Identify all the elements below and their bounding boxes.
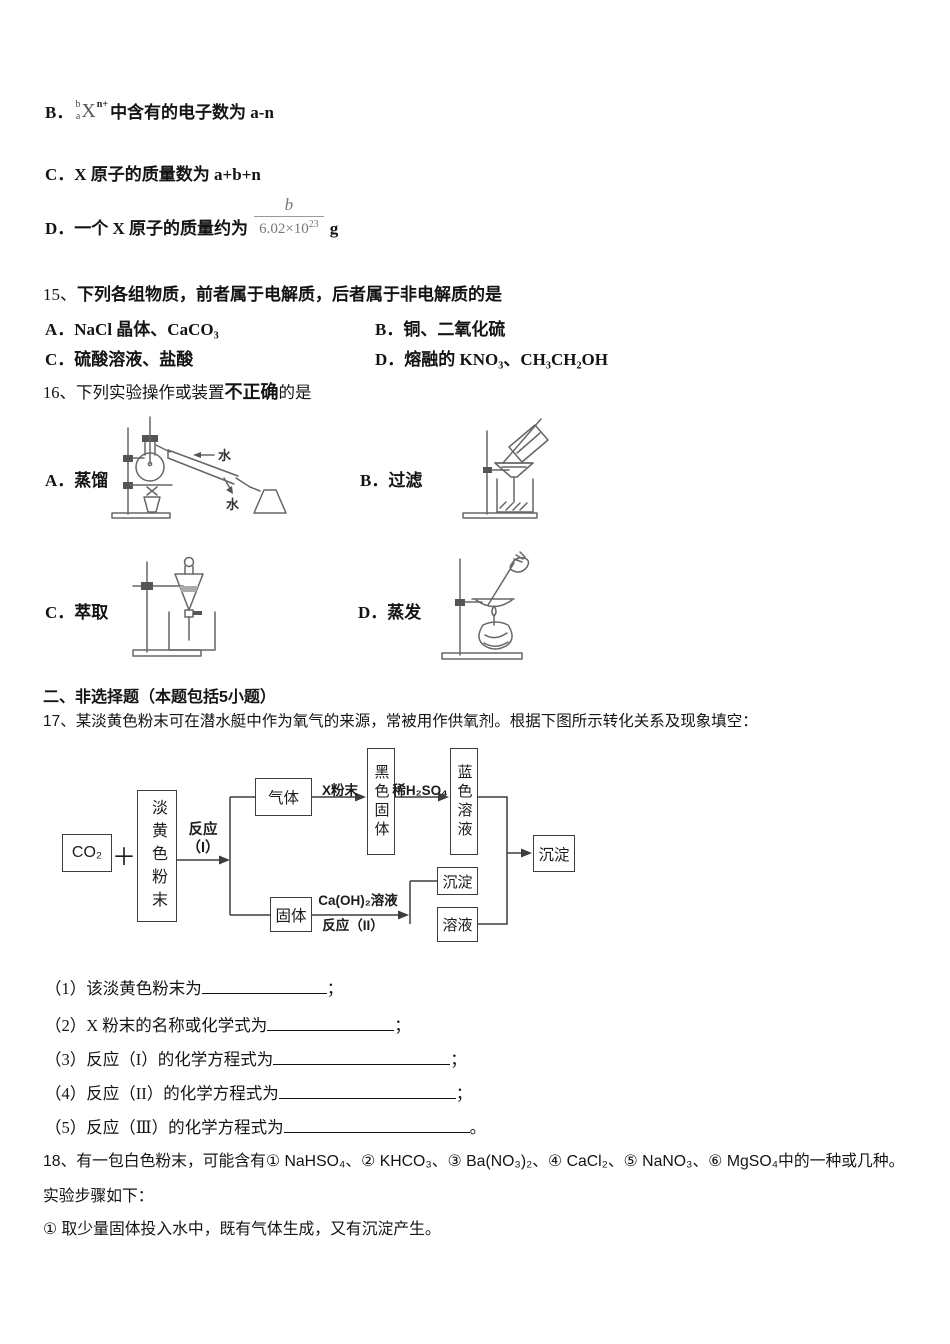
option-text: 一个 X 原子的质量约为 bbox=[74, 219, 249, 239]
q15-option-b: B．铜、二氧化硫 bbox=[375, 320, 506, 339]
question-number: 18、 bbox=[43, 1153, 77, 1170]
plus-sign: ＋ bbox=[112, 844, 136, 871]
q17-blank-2: （2）X 粉末的名称或化学式为； bbox=[45, 1015, 411, 1035]
question-number: 17、 bbox=[43, 713, 76, 730]
q15-option-a: A．NaCl 晶体、CaCO₃ bbox=[45, 320, 219, 339]
q17-blank-3: （3）反应（I）的化学方程式为； bbox=[45, 1049, 467, 1069]
q16-option-c-label: C．萃取 bbox=[45, 603, 109, 622]
filtration-diagram bbox=[462, 418, 549, 519]
mass-number: b bbox=[75, 99, 81, 110]
answer-blank bbox=[201, 978, 327, 994]
q16-option-d-label: D．蒸发 bbox=[358, 603, 422, 622]
water-out-label: 水 bbox=[226, 497, 240, 512]
blue-solution-box: 蓝色溶液 bbox=[450, 748, 478, 855]
evaporation-diagram bbox=[441, 551, 530, 660]
section-2-header: 二、非选择题（本题包括5小题） bbox=[43, 689, 276, 706]
ion-charge: n+ bbox=[96, 99, 109, 110]
element-symbol: X bbox=[81, 99, 96, 122]
question-text: 下列各组物质，前者属于电解质，后者属于非电解质的是 bbox=[77, 285, 502, 304]
answer-blank bbox=[273, 1049, 451, 1065]
water-in-label: 水 bbox=[218, 448, 232, 463]
extraction-diagram bbox=[132, 556, 216, 657]
q18-question: 18、有一包白色粉末，可能含有① NaHSO₄、② KHCO₃、③ Ba(NO₃… bbox=[43, 1153, 905, 1170]
q18-step-1: ① 取少量固体投入水中，既有气体生成，又有沉淀产生。 bbox=[43, 1221, 441, 1238]
q17-blank-5: （5）反应（Ⅲ）的化学方程式为。 bbox=[45, 1117, 487, 1137]
fraction-denominator: 6.02×1023 bbox=[254, 215, 324, 240]
answer-blank bbox=[267, 1015, 395, 1031]
answer-blank bbox=[283, 1117, 470, 1133]
x-powder-label: X粉末 bbox=[321, 783, 358, 798]
q14-option-c: C．X 原子的质量数为 a+b+n bbox=[45, 160, 261, 185]
option-label: D． bbox=[45, 219, 75, 239]
solid-box: 固体 bbox=[270, 897, 312, 932]
reaction-1-label: 反应（I） bbox=[186, 822, 220, 857]
precipitate-box: 沉淀 bbox=[437, 867, 478, 895]
q15-question: 15、下列各组物质，前者属于电解质，后者属于非电解质的是 bbox=[43, 280, 502, 305]
option-text: X 原子的质量数为 a+b+n bbox=[74, 165, 261, 184]
fraction: b 6.02×1023 bbox=[254, 195, 324, 240]
atomic-number: a bbox=[75, 110, 81, 122]
emphasized-text: 不正确 bbox=[224, 382, 279, 402]
gas-box: 气体 bbox=[255, 778, 312, 816]
question-number: 15、 bbox=[43, 285, 77, 304]
q17-question: 17、某淡黄色粉末可在潜水艇中作为氧气的来源，常被用作供氧剂。根据下图所示转化关… bbox=[43, 713, 758, 730]
solution-box: 溶液 bbox=[437, 907, 478, 942]
pale-yellow-powder-box: 淡黄色粉末 bbox=[137, 790, 177, 922]
option-label: C． bbox=[45, 165, 75, 184]
option-label: B． bbox=[45, 103, 74, 122]
question-number: 16、 bbox=[43, 383, 76, 402]
co2-box: CO₂ bbox=[62, 834, 112, 872]
fraction-numerator: b bbox=[284, 195, 294, 214]
answer-blank bbox=[278, 1083, 456, 1099]
option-text: 中含有的电子数为 a-n bbox=[110, 103, 274, 122]
final-precipitate-box: 沉淀 bbox=[533, 835, 575, 872]
black-solid-box: 黑色固体 bbox=[367, 748, 395, 855]
q17-blank-1: （1）该淡黄色粉末为； bbox=[45, 978, 344, 998]
reaction-2-label: 反应（II） bbox=[322, 918, 384, 933]
q15-option-d: D．熔融的 KNO₃、CH₃CH₂OH bbox=[375, 350, 608, 369]
q15-option-c: C．硫酸溶液、盐酸 bbox=[45, 350, 194, 369]
caoh2-solution-label: Ca(OH)₂溶液 bbox=[318, 893, 398, 908]
q16-question: 16、下列实验操作或装置不正确的是 bbox=[43, 382, 312, 402]
unit-label: g bbox=[329, 219, 339, 239]
q18-steps-intro: 实验步骤如下： bbox=[43, 1188, 154, 1205]
q16-option-a-label: A．蒸馏 bbox=[45, 471, 109, 490]
dilute-h2so4-label: 稀H₂SO₄ bbox=[392, 783, 448, 798]
flowchart-arrows bbox=[177, 792, 532, 925]
reaction-flowchart: CO₂ ＋ 淡黄色粉末 反应（I） 气体 X粉末 黑色固体 稀H₂SO₄ 蓝色溶… bbox=[55, 745, 595, 960]
q16-option-b-label: B．过滤 bbox=[360, 471, 423, 490]
q17-blank-4: （4）反应（II）的化学方程式为； bbox=[45, 1083, 473, 1103]
distillation-diagram: 水 水 bbox=[111, 416, 287, 519]
exponent: 23 bbox=[308, 218, 319, 230]
q14-option-d: D． 一个 X 原子的质量约为 b 6.02×1023 g bbox=[45, 195, 339, 240]
